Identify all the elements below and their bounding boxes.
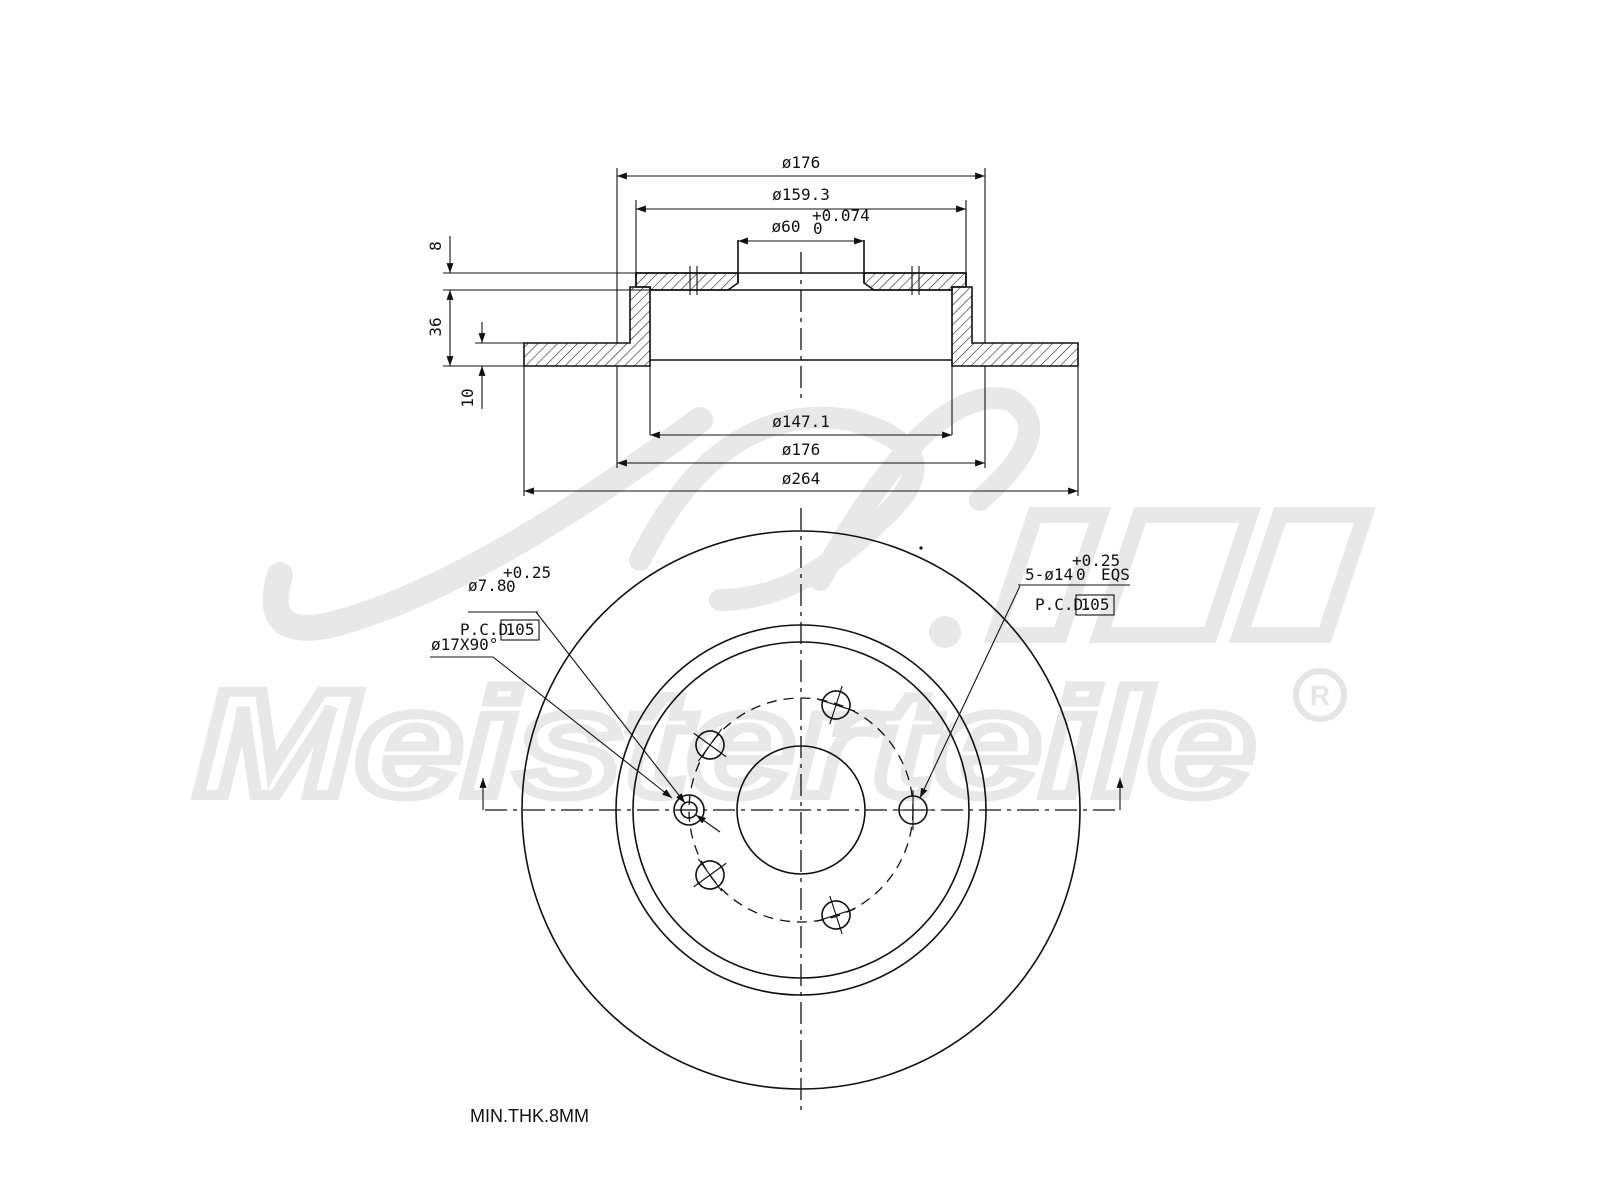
bolt-hole — [816, 685, 856, 725]
center-bore-circle — [736, 745, 866, 875]
min-thickness-note: MIN.THK.8MM — [470, 1106, 589, 1126]
callout-pcd-value-right: 105 — [1081, 595, 1110, 614]
section-view: ø176 ø159.3 ø60 +0.074 0 ø147.1 ø176 ø26… — [426, 153, 1079, 496]
dim-height-8: 8 — [426, 241, 445, 251]
locating-hole — [673, 794, 705, 826]
pcd-box-right — [1075, 594, 1115, 616]
bolt-hole — [693, 858, 727, 892]
bolt-hole — [693, 728, 727, 762]
callout-bolt-holes-tol-upper: +0.25 — [1072, 551, 1120, 570]
watermark-dot — [929, 616, 961, 648]
callout-small-hole: ø7.8 — [468, 576, 507, 595]
watermark-brand: Meisterteile — [195, 659, 1255, 827]
watermark-swoosh-a — [262, 407, 713, 641]
leader-small-hole — [535, 611, 686, 804]
leader-bolt-holes — [919, 585, 1021, 799]
dim-height-10: 10 — [458, 388, 477, 407]
dim-outer-hat-top: ø176 — [782, 153, 821, 172]
callout-small-hole-tol-lower: 0 — [506, 577, 516, 596]
dim-height-36: 36 — [426, 317, 445, 336]
leader-chamfer — [492, 656, 673, 799]
dim-hat-face: ø159.3 — [772, 185, 830, 204]
callout-pcd-label-right: P.C.D. — [1035, 595, 1093, 614]
bolt-hole — [816, 895, 856, 935]
registered-mark: R — [1310, 680, 1330, 711]
disc-outer-circle — [521, 530, 1081, 1090]
registered-mark-circle — [1293, 668, 1347, 722]
hat-outer-circle — [615, 624, 987, 996]
dim-hat-outer-bottom: ø176 — [782, 440, 821, 459]
dim-disc-outer: ø264 — [782, 469, 821, 488]
dim-inner-ring: ø147.1 — [772, 412, 830, 431]
pcd-box-left — [500, 619, 540, 641]
bolt-hole — [893, 790, 933, 830]
callout-chamfer: ø17X90° — [431, 635, 498, 654]
callout-bolt-holes-tol-lower: 0 — [1076, 565, 1086, 584]
front-view: ø7.8 +0.25 0 P.C.D. 105 ø17X90° 5-ø14 +0… — [430, 508, 1130, 1110]
callout-bolt-holes: 5-ø14 — [1025, 565, 1073, 584]
dim-center-bore-tol-lower: 0 — [813, 219, 823, 238]
callout-pcd-value-left: 105 — [506, 620, 535, 639]
watermark: Meisterteile R — [190, 387, 1377, 832]
callout-bolt-holes-suffix: EQS — [1101, 565, 1130, 584]
callout-pcd-label-left: P.C.D. — [460, 620, 518, 639]
hat-inner-circle — [632, 641, 970, 979]
dim-center-bore: ø60 — [772, 217, 801, 236]
bolt-holes — [693, 685, 933, 935]
dim-center-bore-tol-upper: +0.074 — [812, 206, 870, 225]
callout-small-hole-tol-upper: +0.25 — [503, 563, 551, 582]
